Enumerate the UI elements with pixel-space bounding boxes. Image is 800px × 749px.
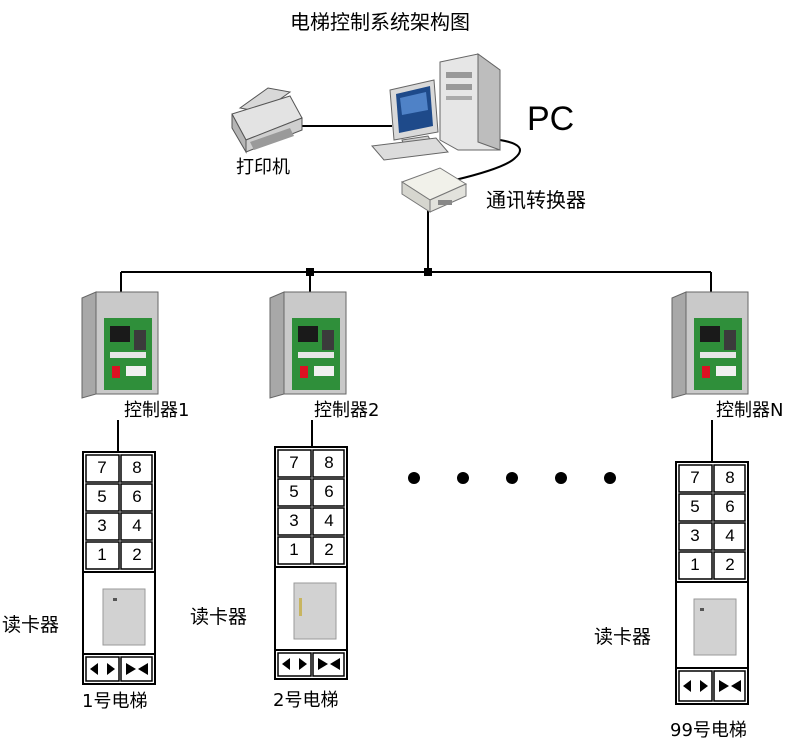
reader-label-n: 读卡器 [594,626,652,648]
floor-key: 3 [97,516,107,535]
junction-node [306,268,314,276]
controller-label-1: 控制器1 [124,400,190,421]
floor-key: 8 [725,468,735,487]
connection-lines [117,125,713,462]
floor-key: 8 [324,453,334,472]
reader-label-2: 读卡器 [190,606,248,628]
floor-key: 6 [132,487,142,506]
floor-key: 6 [725,497,735,516]
elevator-label-n: 99号电梯 [670,720,747,741]
floor-key: 2 [725,555,735,574]
converter-icon [400,167,468,213]
controller-cabinet-2 [269,291,347,399]
elevator-panel-n [675,461,749,705]
floor-key: 2 [132,545,142,564]
printer-icon [231,87,303,154]
door-buttons-1 [90,663,148,675]
floor-key: 1 [289,540,299,559]
card-reader-2 [293,582,337,640]
floor-key: 4 [132,516,142,535]
diagram-title: 电梯控制系统架构图 [290,10,470,34]
floor-key: 7 [97,458,107,477]
keypad-grid-2 [277,449,345,677]
junction-node [424,268,432,276]
floor-key: 4 [725,526,735,545]
elevator-panel-1 [82,451,156,685]
elevator-label-2: 2号电梯 [273,690,339,711]
floor-key: 7 [289,453,299,472]
elevator-panel-2 [274,446,348,680]
keypad-grid-1 [85,454,153,682]
floor-key: 6 [324,482,334,501]
card-reader-1 [102,588,146,646]
controller-cabinet-n [671,291,749,399]
floor-key: 1 [97,545,107,564]
floor-key: 4 [324,511,334,530]
floor-key: 5 [289,482,299,501]
floor-key: 2 [324,540,334,559]
pc-icon [371,53,501,161]
controller-cabinet-1 [81,291,159,399]
keypad-grid-n [678,464,746,702]
card-reader-n [693,598,737,656]
floor-key: 8 [132,458,142,477]
pc-label: PC [527,100,575,138]
elevator-label-1: 1号电梯 [82,691,148,712]
floor-key: 1 [690,555,700,574]
floor-key: 7 [690,468,700,487]
controller-label-2: 控制器2 [314,400,380,421]
printer-label: 打印机 [236,157,290,178]
floor-key: 5 [690,497,700,516]
door-buttons-2 [282,658,340,670]
floor-key: 3 [289,511,299,530]
controller-label-n: 控制器N [716,400,784,421]
ellipsis-dots [408,472,616,484]
floor-key: 3 [690,526,700,545]
pc-converter-cable [454,139,521,181]
door-buttons-n [683,680,741,692]
floor-key: 5 [97,487,107,506]
converter-label: 通讯转换器 [486,188,586,212]
reader-label-1: 读卡器 [2,614,60,636]
